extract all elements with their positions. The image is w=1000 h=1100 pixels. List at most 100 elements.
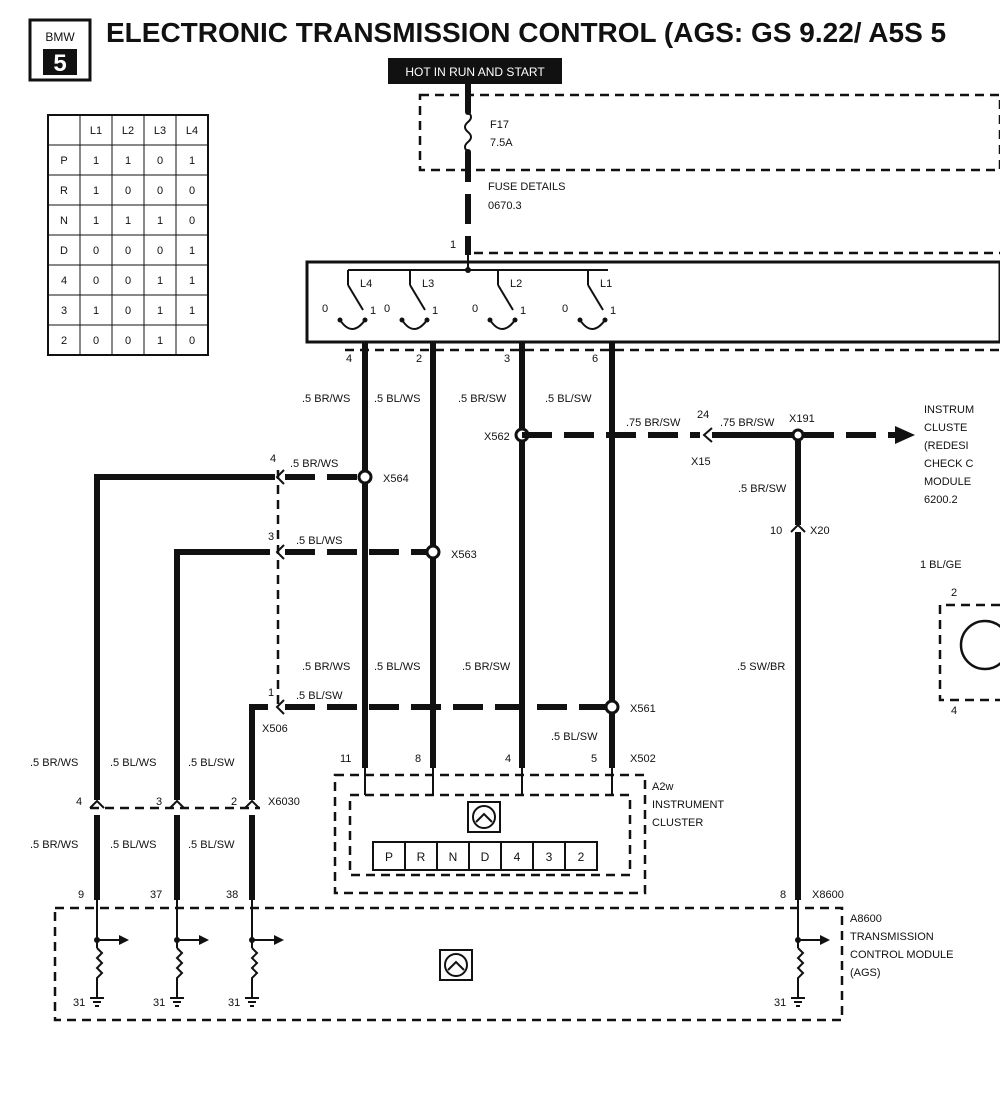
gear-3: 3 (546, 850, 553, 864)
table-cell: 0 (125, 335, 131, 347)
ground-31: 31 (73, 997, 85, 1009)
label-75brsw-left: .75 BR/SW (626, 417, 681, 429)
table-cell: 1 (93, 185, 99, 197)
fuse-id: F17 (490, 119, 509, 131)
table-cell: D (60, 245, 68, 257)
transmission-control-module (53, 906, 844, 1022)
label-blws-left: .5 BL/WS (110, 757, 156, 769)
switch-pos-0: 0 (472, 303, 478, 315)
fuse-rating: 7.5A (490, 137, 513, 149)
input-circuit: 31 (228, 900, 284, 1009)
pin-2-right: 2 (951, 587, 957, 599)
offpage-line2: CLUSTE (924, 422, 967, 434)
switch-pin-3: 3 (504, 353, 510, 365)
label-brsw-upper: .5 BR/SW (458, 393, 507, 405)
table-cell: 1 (125, 215, 131, 227)
pin-3-branch: 3 (268, 531, 274, 543)
label-brws-bottom: .5 BR/WS (30, 839, 78, 851)
fuse-details-label: FUSE DETAILS (488, 181, 565, 193)
switch-pos-0: 0 (322, 303, 328, 315)
switch-pos-0: 0 (562, 303, 568, 315)
pin-38: 38 (226, 889, 238, 901)
label-blws-bottom: .5 BL/WS (110, 839, 156, 851)
offpage-line6: 6200.2 (924, 494, 958, 506)
switch-pin-4: 4 (346, 353, 352, 365)
table-cell: 0 (93, 275, 99, 287)
table-header-cell: L4 (186, 125, 198, 137)
table-cell: 0 (189, 215, 195, 227)
table-cell: 0 (93, 245, 99, 257)
ground-31: 31 (153, 997, 165, 1009)
table-cell: 0 (157, 185, 163, 197)
table-cell: 1 (157, 215, 163, 227)
label-1blge: 1 BL/GE (920, 559, 962, 571)
table-cell: 0 (93, 335, 99, 347)
gear-4: 4 (514, 850, 521, 864)
switch-label: L3 (422, 278, 434, 290)
cluster-id: A2w (652, 781, 673, 793)
label-blsw-left: .5 BL/SW (188, 757, 235, 769)
table-cell: 1 (189, 245, 195, 257)
table-cell: 1 (157, 335, 163, 347)
label-brsw-right: .5 BR/SW (738, 483, 787, 495)
label-brsw-lower: .5 BR/SW (462, 661, 511, 673)
input-circuit: 31 (153, 900, 209, 1009)
switch-label: L4 (360, 278, 372, 290)
table-header-cell: L2 (122, 125, 134, 137)
switch-pos-1: 1 (520, 305, 526, 317)
connector-x502: X502 (630, 753, 656, 765)
table-header-cell: L1 (90, 125, 102, 137)
gear-d: D (481, 850, 490, 864)
cluster-name1: INSTRUMENT (652, 799, 724, 811)
switch-pos-0: 0 (384, 303, 390, 315)
label-blsw-upper: .5 BL/SW (545, 393, 592, 405)
input-circuit: 31 (774, 900, 830, 1009)
switch-pin-6: 6 (592, 353, 598, 365)
switch-pos-1: 1 (610, 305, 616, 317)
table-cell: 0 (189, 185, 195, 197)
pin-4-branch: 4 (270, 453, 276, 465)
pin-1-branch: 1 (268, 687, 274, 699)
ground-31: 31 (774, 997, 786, 1009)
offpage-line4: CHECK C (924, 458, 974, 470)
module-input-circuits: 31 31 31 31 (73, 900, 830, 1009)
pin-1-top: 1 (450, 239, 456, 251)
table-cell: 0 (189, 335, 195, 347)
module-name3: (AGS) (850, 967, 881, 979)
module-name2: CONTROL MODULE (850, 949, 954, 961)
pin-8-x8600: 8 (780, 889, 786, 901)
pin-10: 10 (770, 525, 782, 537)
module-id: A8600 (850, 913, 882, 925)
label-brws-left: .5 BR/WS (30, 757, 78, 769)
label-brws-lower: .5 BR/WS (302, 661, 350, 673)
pin-4-right: 4 (951, 705, 957, 717)
table-cell: 1 (189, 155, 195, 167)
pin-3-x6030: 3 (156, 796, 162, 808)
table-cell: 1 (157, 275, 163, 287)
table-cell: 0 (125, 275, 131, 287)
table-cell: 4 (61, 275, 67, 287)
label-blws-branch: .5 BL/WS (296, 535, 342, 547)
ground-31: 31 (228, 997, 240, 1009)
label-75brsw-right: .75 BR/SW (720, 417, 775, 429)
brand-series: 5 (53, 50, 66, 77)
table-cell: 1 (189, 305, 195, 317)
page-title: ELECTRONIC TRANSMISSION CONTROL (AGS: GS… (106, 17, 946, 48)
table-cell: 0 (157, 155, 163, 167)
connector-x506: X506 (262, 723, 288, 735)
offpage-line5: MODULE (924, 476, 971, 488)
pin-24: 24 (697, 409, 709, 421)
table-cell: 0 (157, 245, 163, 257)
gear-p: P (385, 850, 393, 864)
range-switch-box (305, 260, 1000, 344)
bmw-logo: BMW 5 (28, 18, 92, 82)
brand-top: BMW (45, 30, 75, 44)
table-cell: 1 (125, 155, 131, 167)
table-cell: N (60, 215, 68, 227)
input-circuit: 31 (73, 900, 129, 1009)
connector-x564: X564 (383, 473, 409, 485)
